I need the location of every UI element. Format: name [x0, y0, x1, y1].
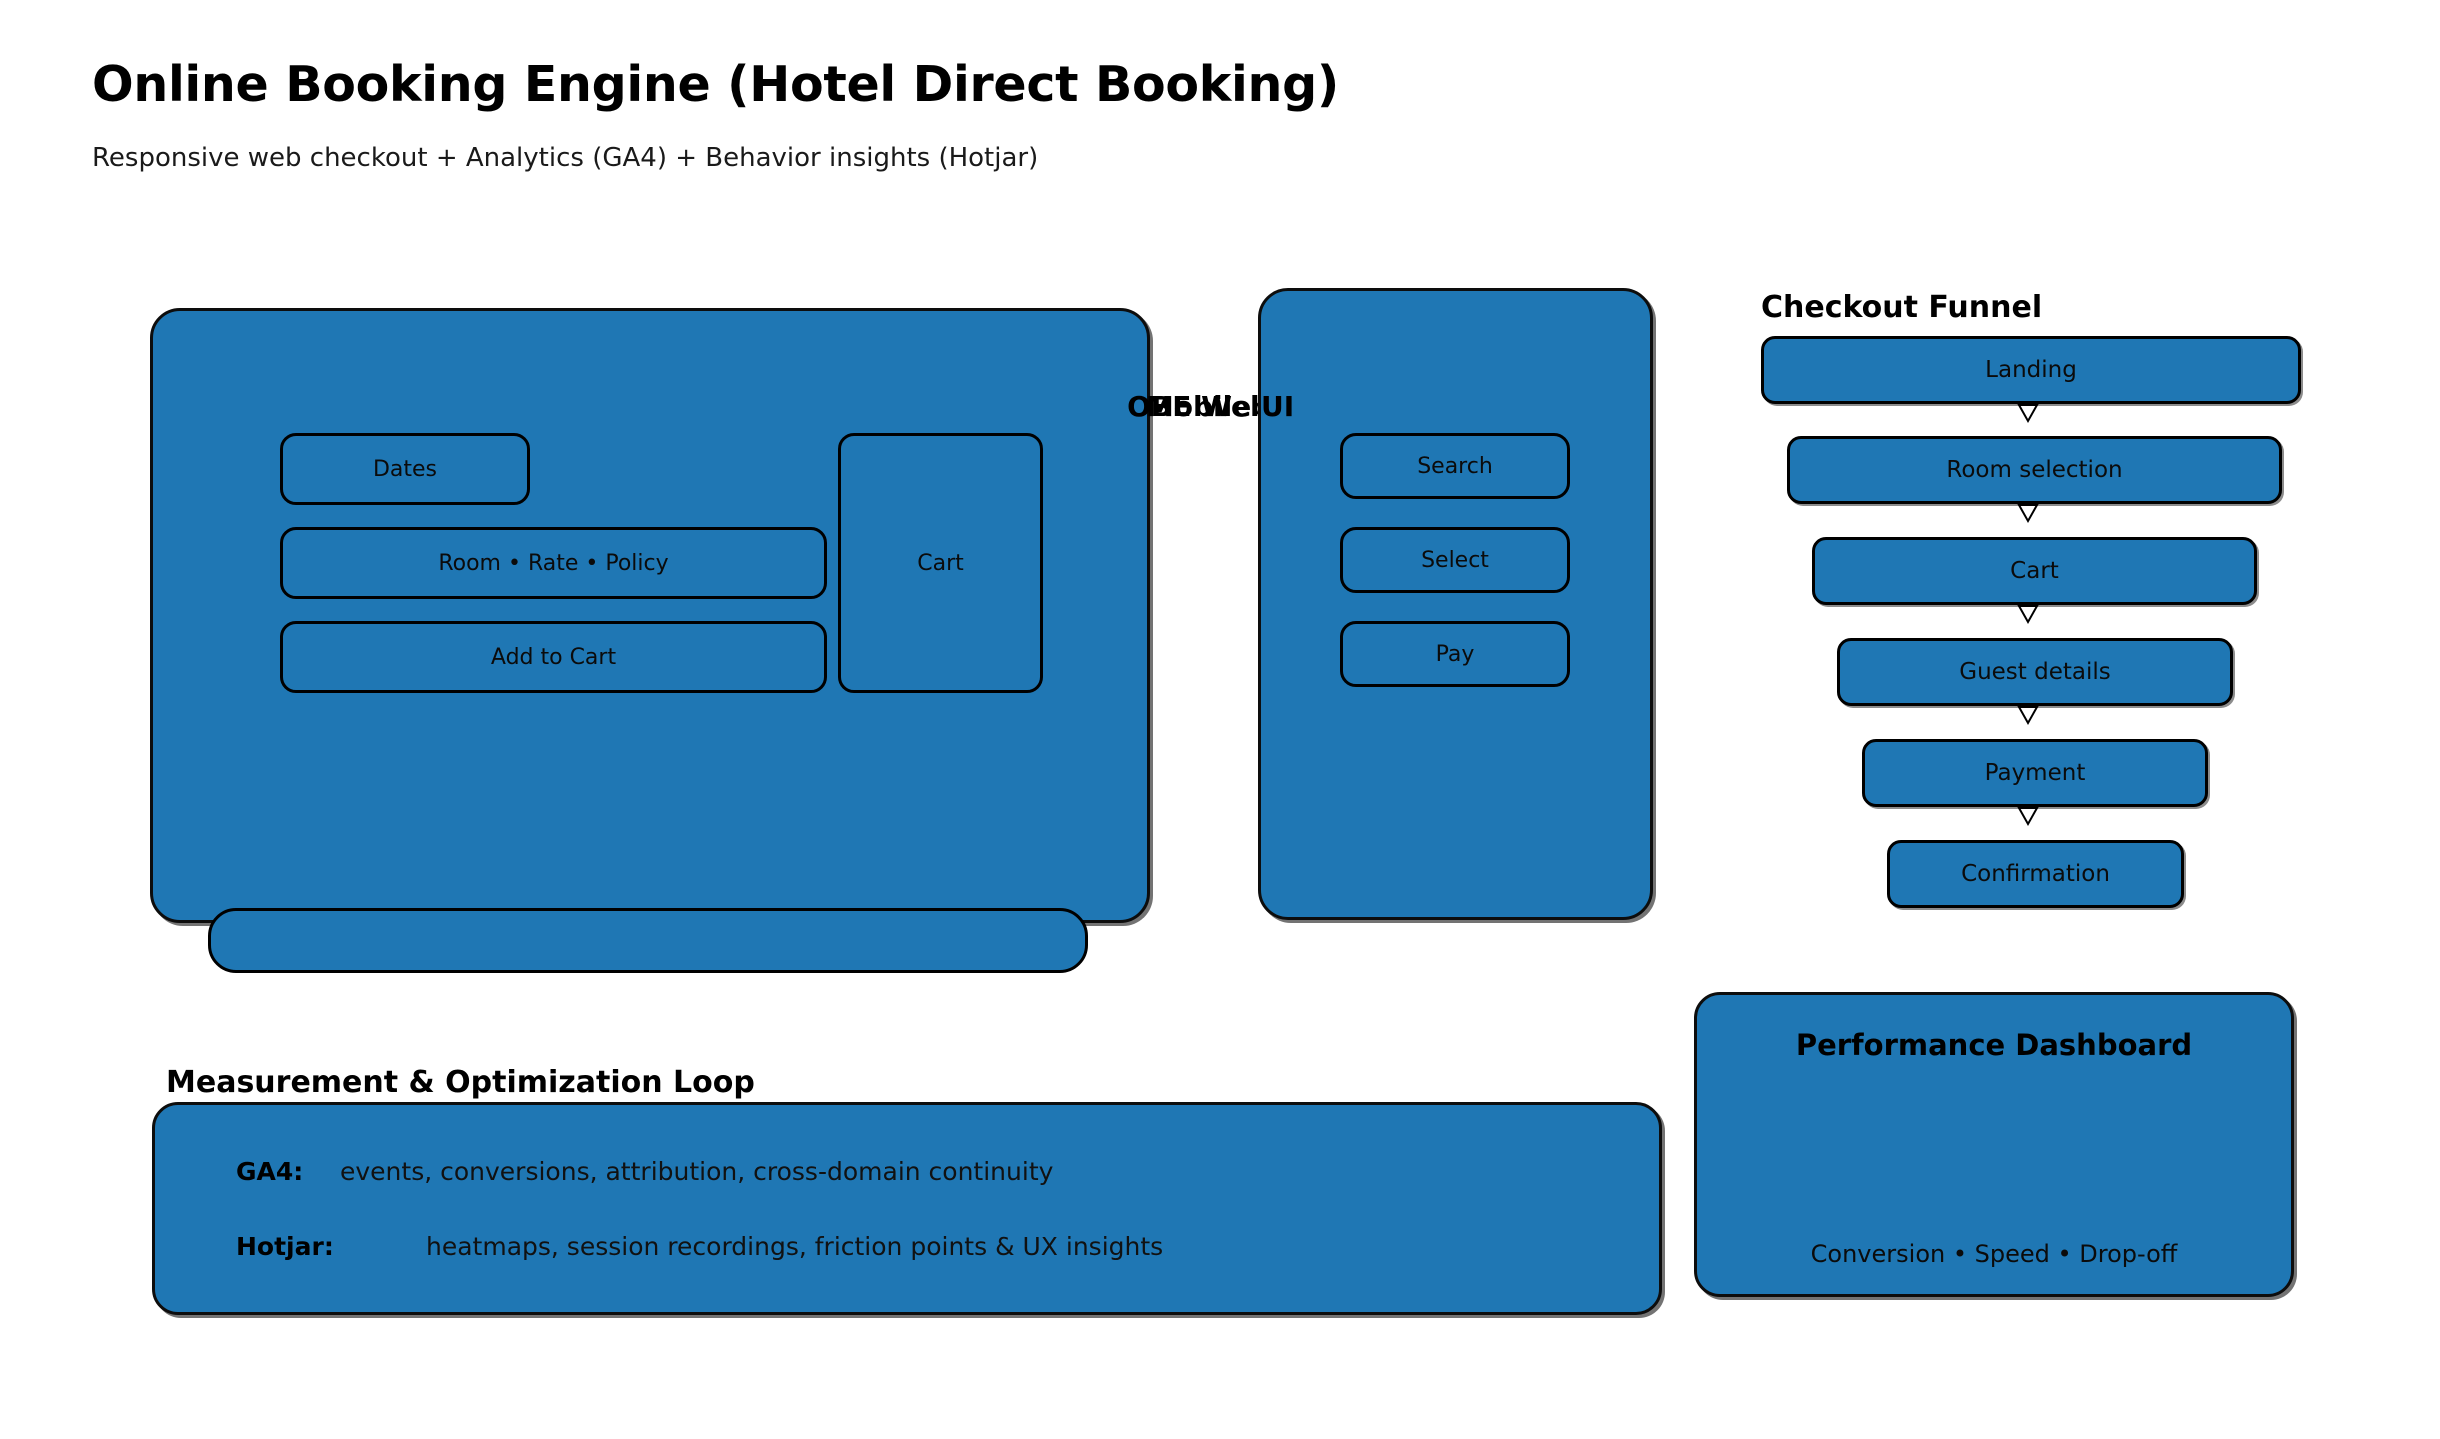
performance-dashboard-metrics: Conversion • Speed • Drop-off — [1810, 1240, 2178, 1268]
funnel-arrow-4 — [2017, 706, 2039, 726]
funnel-arrow-3 — [2017, 605, 2039, 625]
obe-add-to-cart-button[interactable]: Add to Cart — [280, 621, 827, 693]
mobile-ui-panel — [1258, 288, 1653, 920]
measurement-row-ga4-value: events, conversions, attribution, cross-… — [340, 1157, 1054, 1186]
funnel-step-landing[interactable]: Landing — [1761, 336, 2301, 404]
measurement-row-hotjar-value: heatmaps, session recordings, friction p… — [426, 1232, 1164, 1261]
mobile-ui-title: Mobile UI — [1145, 390, 1295, 423]
measurement-row-ga4-key: GA4: — [236, 1157, 304, 1186]
performance-dashboard-panel — [1694, 992, 2294, 1297]
page-title: Online Booking Engine (Hotel Direct Book… — [92, 56, 1339, 113]
funnel-step-payment[interactable]: Payment — [1862, 739, 2208, 807]
obe-footer-bar[interactable] — [208, 908, 1088, 973]
performance-dashboard-title: Performance Dashboard — [1795, 1028, 2193, 1062]
obe-cart-panel[interactable]: Cart — [838, 433, 1043, 693]
funnel-arrow-1 — [2017, 404, 2039, 424]
obe-dates-control[interactable]: Dates — [280, 433, 530, 505]
checkout-funnel-heading: Checkout Funnel — [1761, 290, 2043, 325]
measurement-loop-heading: Measurement & Optimization Loop — [166, 1065, 755, 1100]
page-subtitle: Responsive web checkout + Analytics (GA4… — [92, 143, 1039, 173]
measurement-row-hotjar-key: Hotjar: — [236, 1232, 334, 1261]
funnel-arrow-2 — [2017, 504, 2039, 524]
funnel-step-confirmation[interactable]: Confirmation — [1887, 840, 2184, 908]
measurement-loop-panel — [152, 1102, 1662, 1315]
mobile-search-button[interactable]: Search — [1340, 433, 1570, 499]
funnel-step-cart[interactable]: Cart — [1812, 537, 2257, 605]
funnel-step-room-selection[interactable]: Room selection — [1787, 436, 2282, 504]
mobile-pay-button[interactable]: Pay — [1340, 621, 1570, 687]
funnel-arrow-5 — [2017, 807, 2039, 827]
measurement-row-ga4: GA4: events, conversions, attribution, c… — [236, 1157, 1053, 1186]
measurement-row-hotjar: Hotjar: heatmaps, session recordings, fr… — [236, 1232, 1163, 1261]
mobile-select-button[interactable]: Select — [1340, 527, 1570, 593]
funnel-step-guest-details[interactable]: Guest details — [1837, 638, 2233, 706]
obe-room-rate-policy-control[interactable]: Room • Rate • Policy — [280, 527, 827, 599]
